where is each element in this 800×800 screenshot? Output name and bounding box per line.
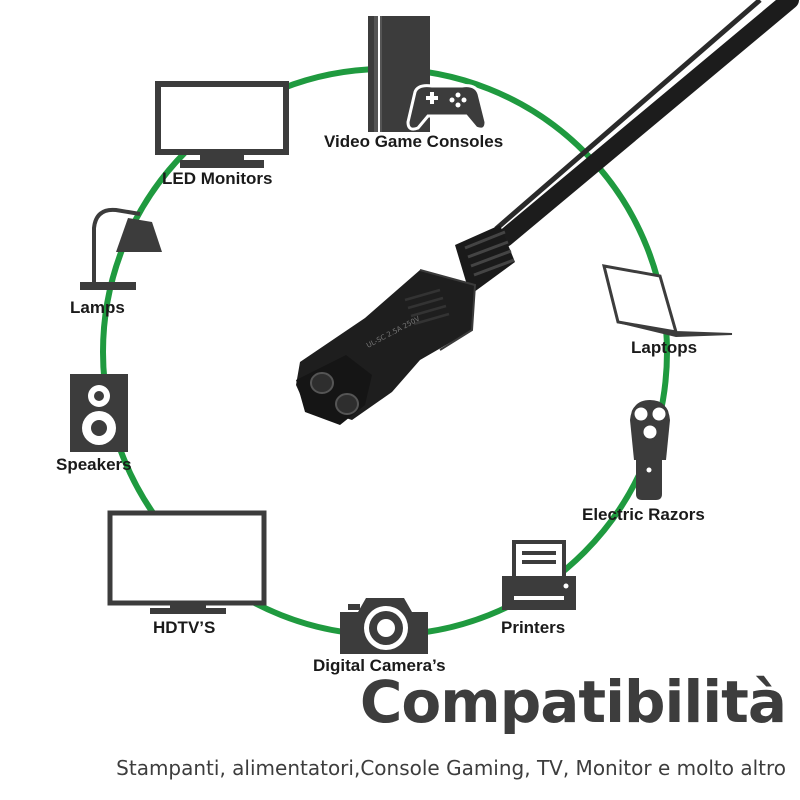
hdtv-icon bbox=[107, 510, 267, 614]
speaker-icon bbox=[70, 374, 128, 452]
label-lamps: Lamps bbox=[70, 298, 125, 317]
power-cable-icon: UL-SC 2.5A 250V bbox=[296, 0, 799, 425]
label-electric-razors: Electric Razors bbox=[582, 505, 705, 524]
label-led-monitors: LED Monitors bbox=[162, 169, 273, 188]
digital-camera-icon bbox=[340, 598, 428, 654]
led-monitor-icon bbox=[155, 81, 289, 168]
lamp-icon bbox=[80, 207, 162, 290]
electric-razor-icon bbox=[630, 400, 670, 500]
page-heading: Compatibilità bbox=[359, 668, 787, 736]
label-laptops: Laptops bbox=[631, 338, 698, 357]
label-hdtvs: HDTV’S bbox=[153, 618, 216, 637]
printer-icon bbox=[502, 540, 576, 610]
game-console-icon bbox=[368, 16, 488, 132]
label-video-game-consoles: Video Game Consoles bbox=[324, 132, 504, 151]
label-digital-cameras: Digital Camera’s bbox=[313, 656, 446, 675]
label-speakers: Speakers bbox=[56, 455, 132, 474]
laptop-icon bbox=[601, 264, 733, 338]
label-printers: Printers bbox=[501, 618, 566, 637]
page-subtitle: Stampanti, alimentatori,Console Gaming, … bbox=[116, 756, 786, 780]
